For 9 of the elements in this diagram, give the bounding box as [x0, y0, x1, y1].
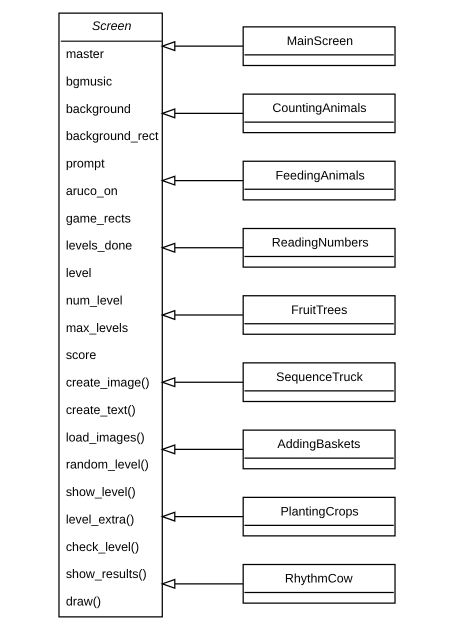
arrow — [160, 175, 243, 186]
arrow — [160, 40, 243, 52]
arrow — [160, 242, 243, 254]
arrow — [160, 310, 243, 320]
arrow — [160, 578, 243, 590]
arrow — [160, 376, 243, 388]
arrow — [160, 511, 243, 522]
arrow — [160, 108, 243, 119]
arrow — [160, 444, 243, 455]
